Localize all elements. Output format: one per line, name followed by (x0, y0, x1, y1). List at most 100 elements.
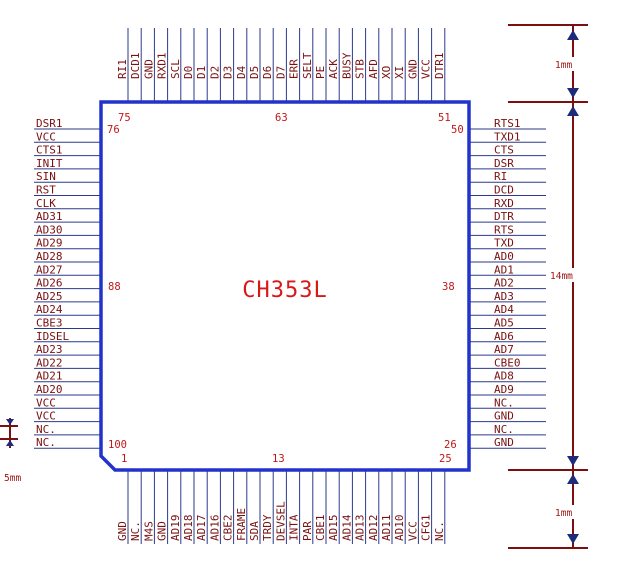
pin-label-cfg1: CFG1 (420, 515, 433, 542)
pin-label-ad18: AD18 (182, 515, 195, 542)
chip-title: CH353L (242, 278, 327, 303)
pin-label-ri: RI (494, 170, 507, 183)
pin-label-ad20: AD20 (36, 383, 63, 396)
pin-label-dtr1: DTR1 (433, 53, 446, 80)
pin-label-err: ERR (288, 59, 301, 79)
pin-label-nc: NC. (36, 436, 56, 449)
pin-number-25: 25 (439, 453, 452, 465)
arrow-up-icon (6, 440, 14, 446)
pin-label-init: INIT (36, 157, 63, 170)
pin-label-trdy: TRDY (261, 514, 274, 541)
dim-label-bottom: 1mm (555, 508, 572, 519)
pin-label-ad7: AD7 (494, 343, 514, 356)
pin-label-devsel: DEVSEL (274, 501, 287, 541)
pin-label-d2: D2 (208, 66, 221, 79)
pin-label-ad5: AD5 (494, 317, 514, 330)
dim-label-pitch: 5mm (4, 473, 21, 484)
pin-label-d4: D4 (235, 65, 248, 79)
pin-label-ack: ACK (327, 59, 340, 79)
pin-number-50: 50 (451, 124, 464, 136)
pin-number-63: 63 (275, 112, 288, 124)
pin-label-rst: RST (36, 184, 56, 197)
pin-label-d3: D3 (222, 66, 235, 79)
pin-label-d5: D5 (248, 66, 261, 79)
pin-label-ad0: AD0 (494, 250, 514, 263)
pin-number-38: 38 (442, 281, 455, 293)
pin-label-ad1: AD1 (494, 263, 514, 276)
pin-label-busy: BUSY (340, 52, 353, 79)
pin-label-ad11: AD11 (380, 515, 393, 542)
pin-label-dsr: DSR (494, 157, 514, 170)
pin-number-88: 88 (108, 281, 121, 293)
dim-label-top: 1mm (555, 60, 572, 71)
pin-label-ad31: AD31 (36, 210, 63, 223)
pin-label-nc: NC. (36, 423, 56, 436)
pin-label-sin: SIN (36, 170, 56, 183)
pin-label-vcc: VCC (36, 130, 56, 143)
pin-label-nc: NC. (494, 423, 514, 436)
pin-label-ad30: AD30 (36, 223, 63, 236)
pin-label-gnd: GND (156, 521, 169, 541)
dim-label-body: 14mm (550, 271, 573, 282)
arrow-down-icon (567, 456, 579, 466)
pin-label-ad9: AD9 (494, 383, 514, 396)
pin-label-rxd1: RXD1 (156, 53, 169, 80)
pin-label-nc: NC. (433, 521, 446, 541)
pin-label-ad21: AD21 (36, 370, 63, 383)
pin-label-ad19: AD19 (169, 515, 182, 542)
pin-label-gnd: GND (142, 59, 155, 79)
pin-label-afd: AFD (367, 59, 380, 79)
arrow-up-icon (567, 30, 579, 40)
pin-label-d1: D1 (195, 66, 208, 79)
pin-label-gnd: GND (494, 410, 514, 423)
pin-label-cts1: CTS1 (36, 144, 63, 157)
pin-label-ad22: AD22 (36, 356, 63, 369)
pin-label-dsr1: DSR1 (36, 117, 63, 130)
pin-label-ad26: AD26 (36, 277, 63, 290)
pin-number-76: 76 (107, 124, 120, 136)
pin-label-d6: D6 (261, 66, 274, 79)
pin-label-dcd: DCD (494, 184, 514, 197)
pin-label-ad23: AD23 (36, 343, 63, 356)
pin-label-cbe2: CBE2 (222, 515, 235, 542)
pin-label-m4s: M4S (142, 521, 155, 541)
pin-label-d7: D7 (274, 66, 287, 79)
pin-label-ad10: AD10 (393, 515, 406, 542)
pin-number-51: 51 (438, 112, 451, 124)
pin-label-clk: CLK (36, 197, 56, 210)
arrow-up-icon (567, 106, 579, 116)
pin-label-inta: INTA (288, 514, 301, 541)
pin-label-stb: STB (354, 59, 367, 79)
pin-label-vcc: VCC (420, 59, 433, 79)
pin-number-1: 1 (121, 453, 127, 465)
pin-label-ad29: AD29 (36, 237, 63, 250)
pin-label-xo: XO (380, 66, 393, 79)
pin-label-ad12: AD12 (367, 515, 380, 542)
pin-label-scl: SCL (169, 59, 182, 79)
pin-label-nc: NC. (494, 396, 514, 409)
pin-label-ad6: AD6 (494, 330, 514, 343)
pin-label-selt: SELT (301, 52, 314, 79)
pin-number-26: 26 (444, 439, 457, 451)
pin-label-gnd: GND (494, 436, 514, 449)
pin-label-vcc: VCC (406, 521, 419, 541)
pin-number-75: 75 (118, 112, 131, 124)
pin-label-gnd: GND (406, 59, 419, 79)
pin-number-13: 13 (272, 453, 285, 465)
right-pin-group: RTS1TXD1CTSDSRRIDCDRXDDTRRTSTXDAD0AD1AD2… (469, 117, 546, 449)
pin-label-nc: NC. (129, 521, 142, 541)
dimension-lines (508, 24, 592, 549)
pin-label-ad17: AD17 (195, 515, 208, 542)
pin-label-ad3: AD3 (494, 290, 514, 303)
pin-label-vcc: VCC (36, 410, 56, 423)
pin-label-ad28: AD28 (36, 250, 63, 263)
pin-label-ad27: AD27 (36, 263, 63, 276)
chip-body (99, 100, 471, 472)
arrow-down-icon (6, 419, 14, 425)
pin-label-ad14: AD14 (340, 514, 353, 541)
pin-label-pe: PE (314, 66, 327, 79)
pin-label-ad25: AD25 (36, 290, 63, 303)
